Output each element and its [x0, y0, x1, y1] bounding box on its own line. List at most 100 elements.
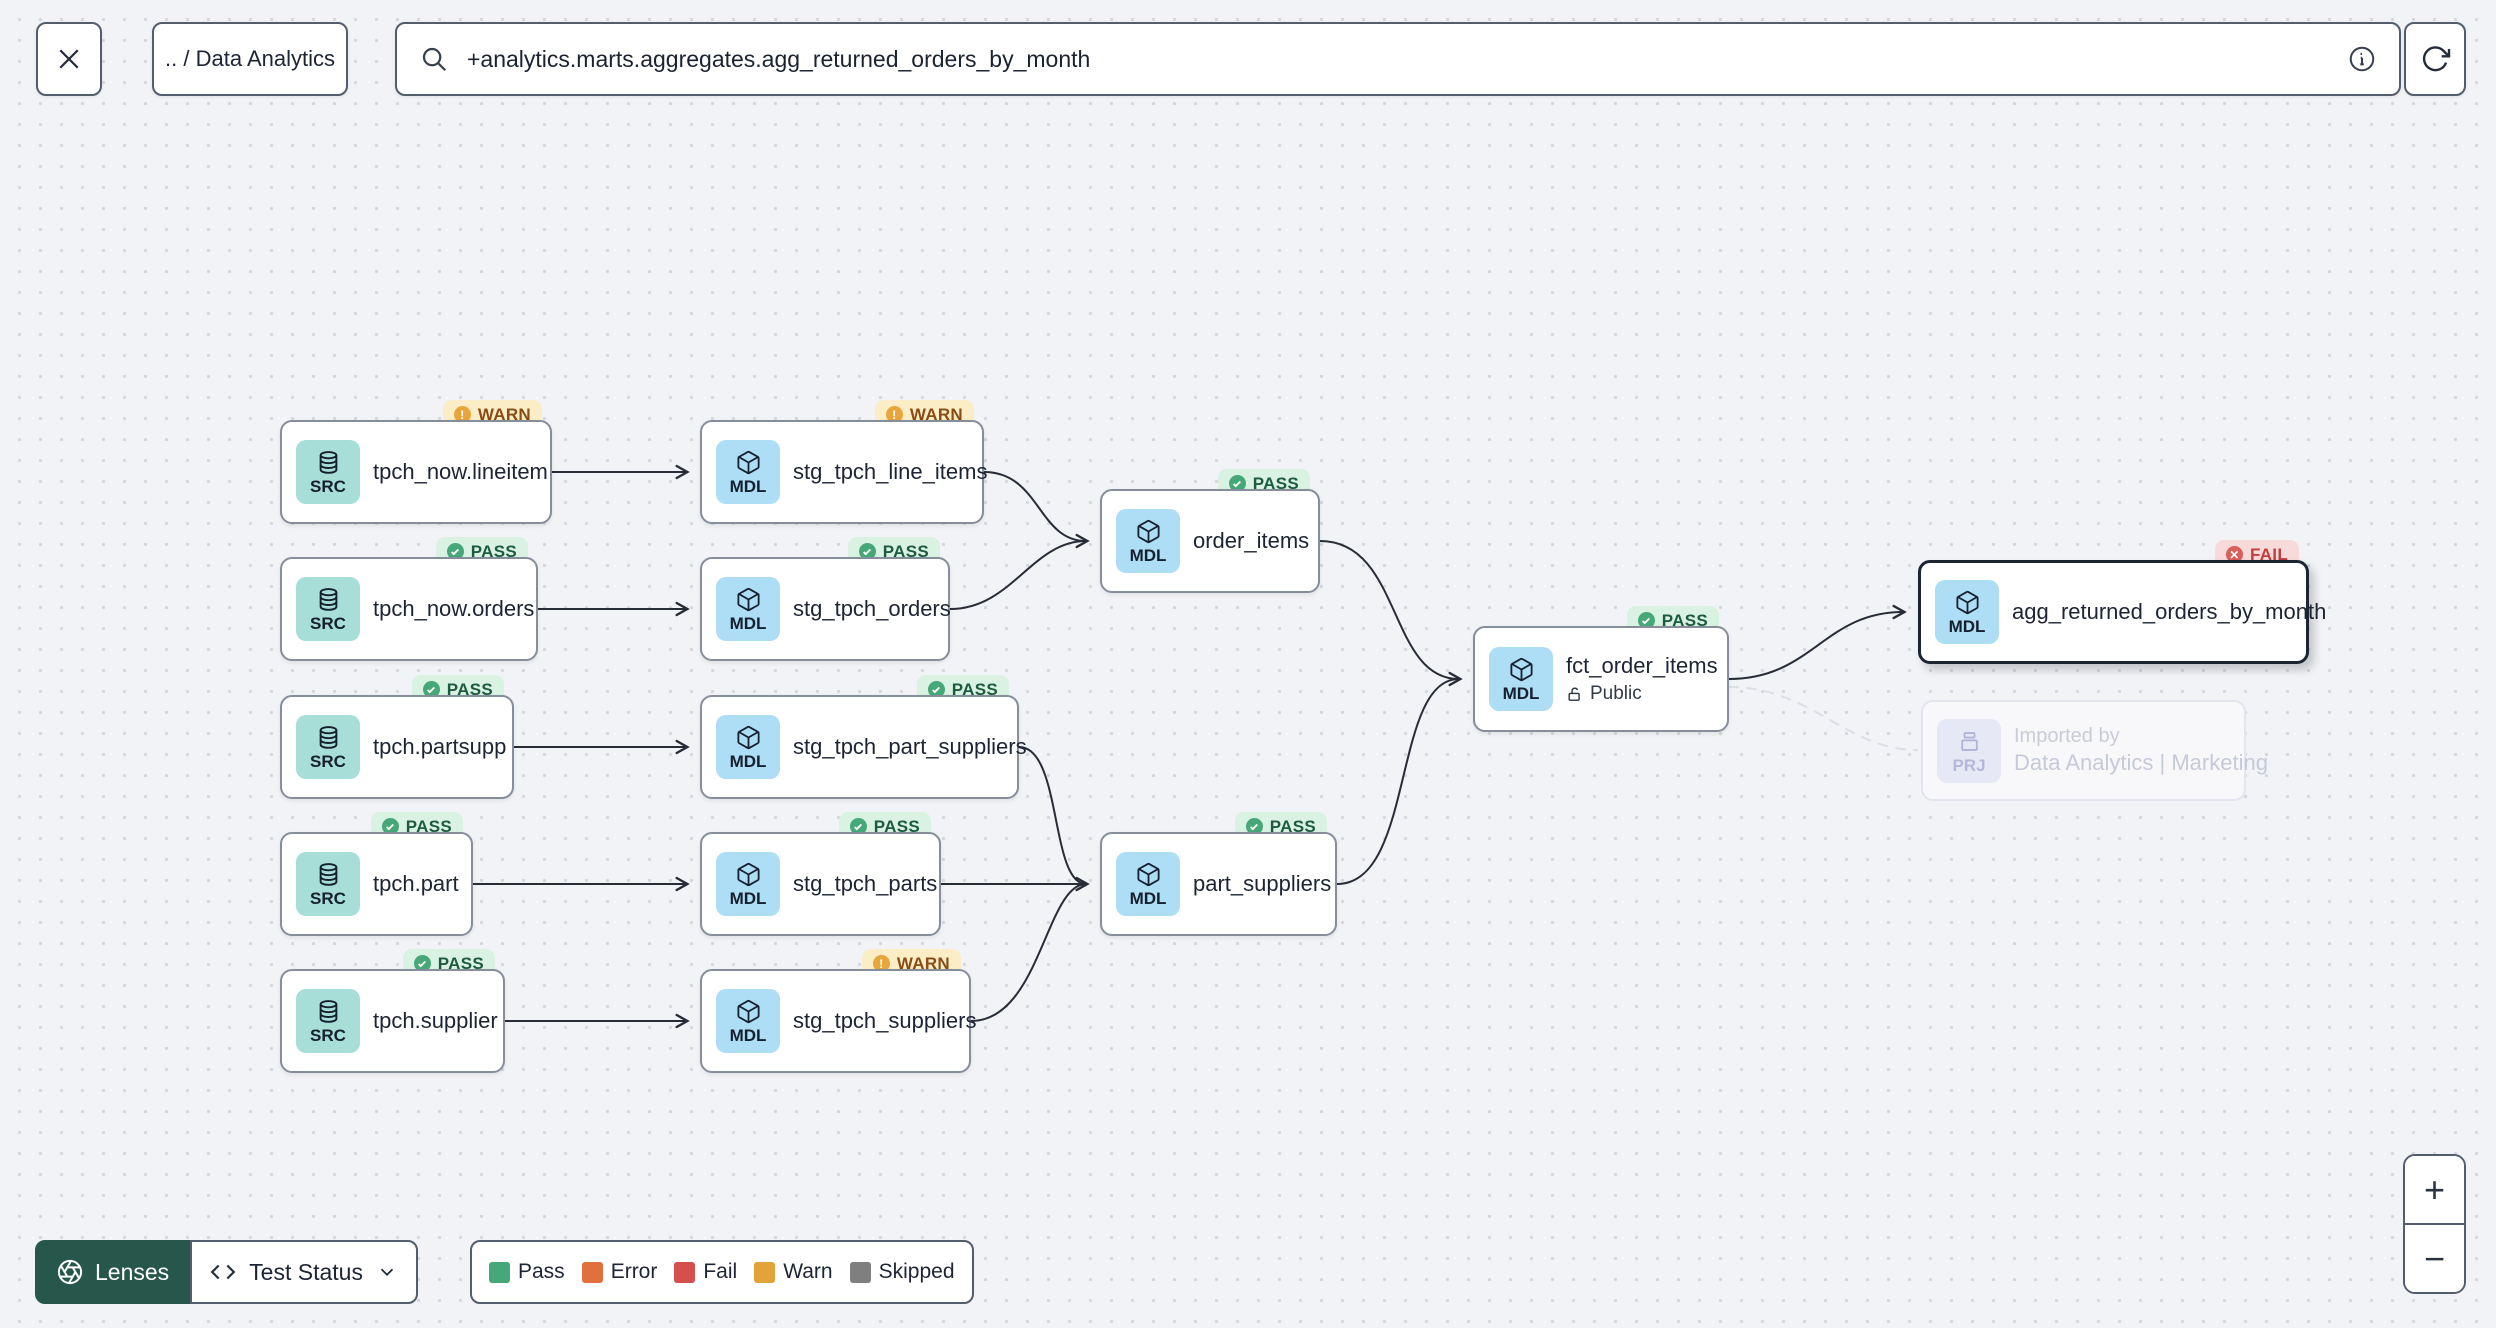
- node-text: stg_tpch_line_items: [793, 459, 987, 485]
- node-text: stg_tpch_part_suppliers: [793, 734, 1027, 760]
- resource-type-label: MDL: [729, 752, 767, 771]
- cube-icon: MDL: [1116, 509, 1180, 573]
- node-muted-title: Imported by: [2014, 725, 2120, 747]
- resource-type-label: MDL: [1948, 617, 1986, 636]
- database-icon: SRC: [296, 440, 360, 504]
- node-access-label: Public: [1566, 683, 1713, 705]
- node-body: SRC tpch_now.lineitem: [280, 420, 552, 524]
- node-body: MDL stg_tpch_parts: [700, 832, 941, 936]
- node-text: stg_tpch_orders: [793, 596, 951, 622]
- close-icon: [54, 44, 84, 74]
- lenses-button[interactable]: Lenses: [35, 1240, 191, 1304]
- node-text: tpch.part: [373, 871, 459, 897]
- lineage-edge-stg_tpch_suppliers-to-part_suppliers: [970, 883, 1087, 1022]
- pass-status-icon: [1637, 612, 1655, 629]
- lens-selector-label: Test Status: [249, 1258, 363, 1285]
- node-title: part_suppliers: [1193, 871, 1332, 896]
- resource-type-label: MDL: [1129, 889, 1167, 908]
- node-title: Data Analytics | Marketing: [2014, 750, 2268, 775]
- legend-item-pass: Pass: [489, 1260, 565, 1284]
- resource-type-label: SRC: [310, 477, 346, 496]
- node-text: tpch.supplier: [373, 1008, 498, 1034]
- node-body: MDL stg_tpch_line_items: [700, 420, 987, 524]
- node-title: stg_tpch_part_suppliers: [793, 734, 1027, 759]
- pass-status-icon: [422, 681, 440, 698]
- resource-type-label: SRC: [310, 889, 346, 908]
- pass-status-icon: [858, 543, 876, 560]
- resource-type-label: MDL: [1129, 546, 1167, 565]
- pass-status-icon: [849, 818, 867, 835]
- database-icon: SRC: [296, 852, 360, 916]
- legend-swatch: [489, 1261, 510, 1283]
- pass-status-icon: [413, 955, 431, 972]
- legend-label: Fail: [703, 1260, 738, 1283]
- node-title: stg_tpch_orders: [793, 596, 951, 621]
- lineage-edge-fct_order_items-to-imported_by_project: [1728, 686, 1918, 751]
- refresh-button[interactable]: [2404, 22, 2466, 96]
- breadcrumb[interactable]: .. / Data Analytics: [152, 22, 348, 96]
- legend-swatch: [754, 1261, 776, 1283]
- warn-status-icon: !: [872, 955, 890, 972]
- cube-icon: MDL: [716, 989, 780, 1053]
- zoom-in-button[interactable]: +: [2405, 1156, 2464, 1223]
- node-body: SRC tpch.part: [280, 832, 473, 936]
- node-title: tpch_now.lineitem: [373, 459, 548, 484]
- node-text: tpch_now.lineitem: [373, 459, 548, 485]
- node-title: fct_order_items: [1566, 653, 1718, 678]
- lineage-edge-fct_order_items-to-agg_returned_orders_by_month: [1728, 604, 1907, 680]
- resource-type-label: PRJ: [1952, 755, 1986, 775]
- lineage-edge-order_items-to-fct_order_items: [1319, 540, 1463, 687]
- zoom-out-button[interactable]: −: [2405, 1223, 2464, 1292]
- search-input[interactable]: [465, 44, 2331, 74]
- database-icon: SRC: [296, 577, 360, 641]
- aperture-icon: [56, 1258, 84, 1286]
- lock-open-icon: [1566, 686, 1583, 703]
- search-bar[interactable]: [395, 22, 2401, 96]
- project-icon: PRJ: [1937, 718, 2001, 783]
- legend-item-skipped: Skipped: [849, 1260, 955, 1284]
- resource-type-label: MDL: [729, 477, 767, 496]
- node-body: MDL part_suppliers: [1100, 832, 1337, 936]
- node-body: MDL stg_tpch_part_suppliers: [700, 695, 1027, 799]
- pass-status-icon: [381, 818, 399, 835]
- cube-icon: MDL: [716, 577, 780, 641]
- pass-status-icon: [927, 681, 945, 698]
- node-title: stg_tpch_parts: [793, 871, 938, 896]
- node-text: order_items: [1193, 528, 1309, 554]
- node-title: tpch.partsupp: [373, 734, 507, 759]
- info-icon[interactable]: [2347, 44, 2377, 74]
- lens-selector[interactable]: Test Status: [190, 1240, 418, 1304]
- graph-node-imported_by_project[interactable]: PRJ Imported by Data Analytics | Marketing: [1921, 700, 2268, 801]
- node-title: tpch.supplier: [373, 1008, 498, 1033]
- pass-status-icon: [1228, 475, 1246, 492]
- lineage-edge-part_suppliers-to-fct_order_items: [1336, 678, 1460, 885]
- legend-item-warn: Warn: [754, 1260, 833, 1284]
- node-text: stg_tpch_parts: [793, 871, 938, 897]
- node-title: tpch.part: [373, 871, 459, 896]
- resource-type-label: MDL: [729, 889, 767, 908]
- close-button[interactable]: [36, 22, 102, 96]
- search-icon: [419, 44, 449, 74]
- legend-item-fail: Fail: [674, 1260, 737, 1284]
- legend-label: Pass: [518, 1260, 565, 1283]
